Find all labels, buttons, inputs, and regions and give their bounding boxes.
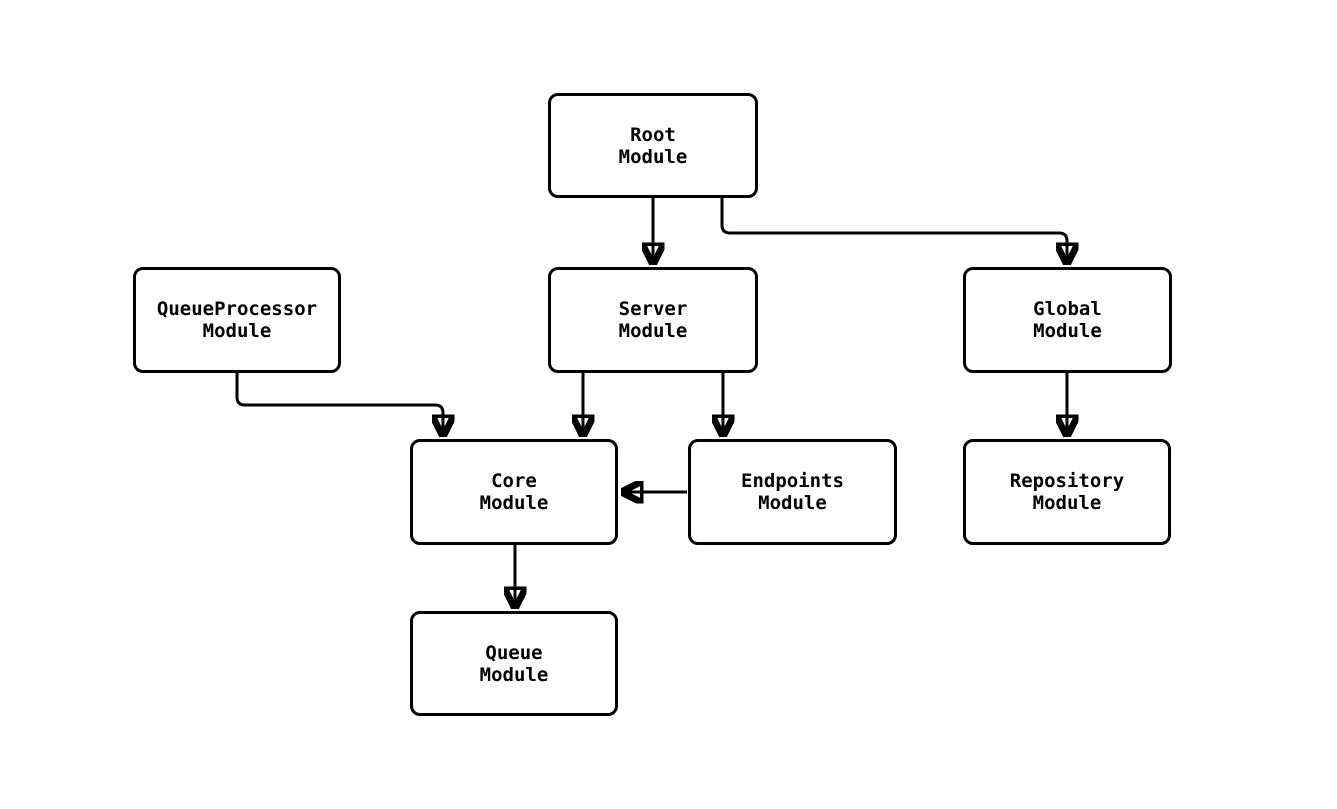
edge-root-to-global [720,198,1067,264]
node-core-module: Core Module [410,439,618,545]
node-core-module-label: Core Module [479,470,549,514]
node-root-module-label: Root Module [618,123,688,168]
node-queueprocessor-module: QueueProcessor Module [133,267,341,373]
node-queue-module: Queue Module [410,611,618,716]
node-queue-module-label: Queue Module [479,641,549,686]
node-root-module: Root Module [548,93,758,198]
node-server-module-label: Server Module [618,298,688,342]
node-global-module: Global Module [963,267,1172,373]
node-endpoints-module: Endpoints Module [688,439,897,545]
node-server-module: Server Module [548,267,758,373]
node-global-module-label: Global Module [1033,298,1102,342]
node-queueprocessor-module-label: QueueProcessor Module [156,298,318,342]
node-endpoints-module-label: Endpoints Module [741,470,844,514]
node-repository-module: Repository Module [963,439,1171,545]
edge-queueprocessor-to-core [235,373,443,436]
node-repository-module-label: Repository Module [1009,470,1125,514]
